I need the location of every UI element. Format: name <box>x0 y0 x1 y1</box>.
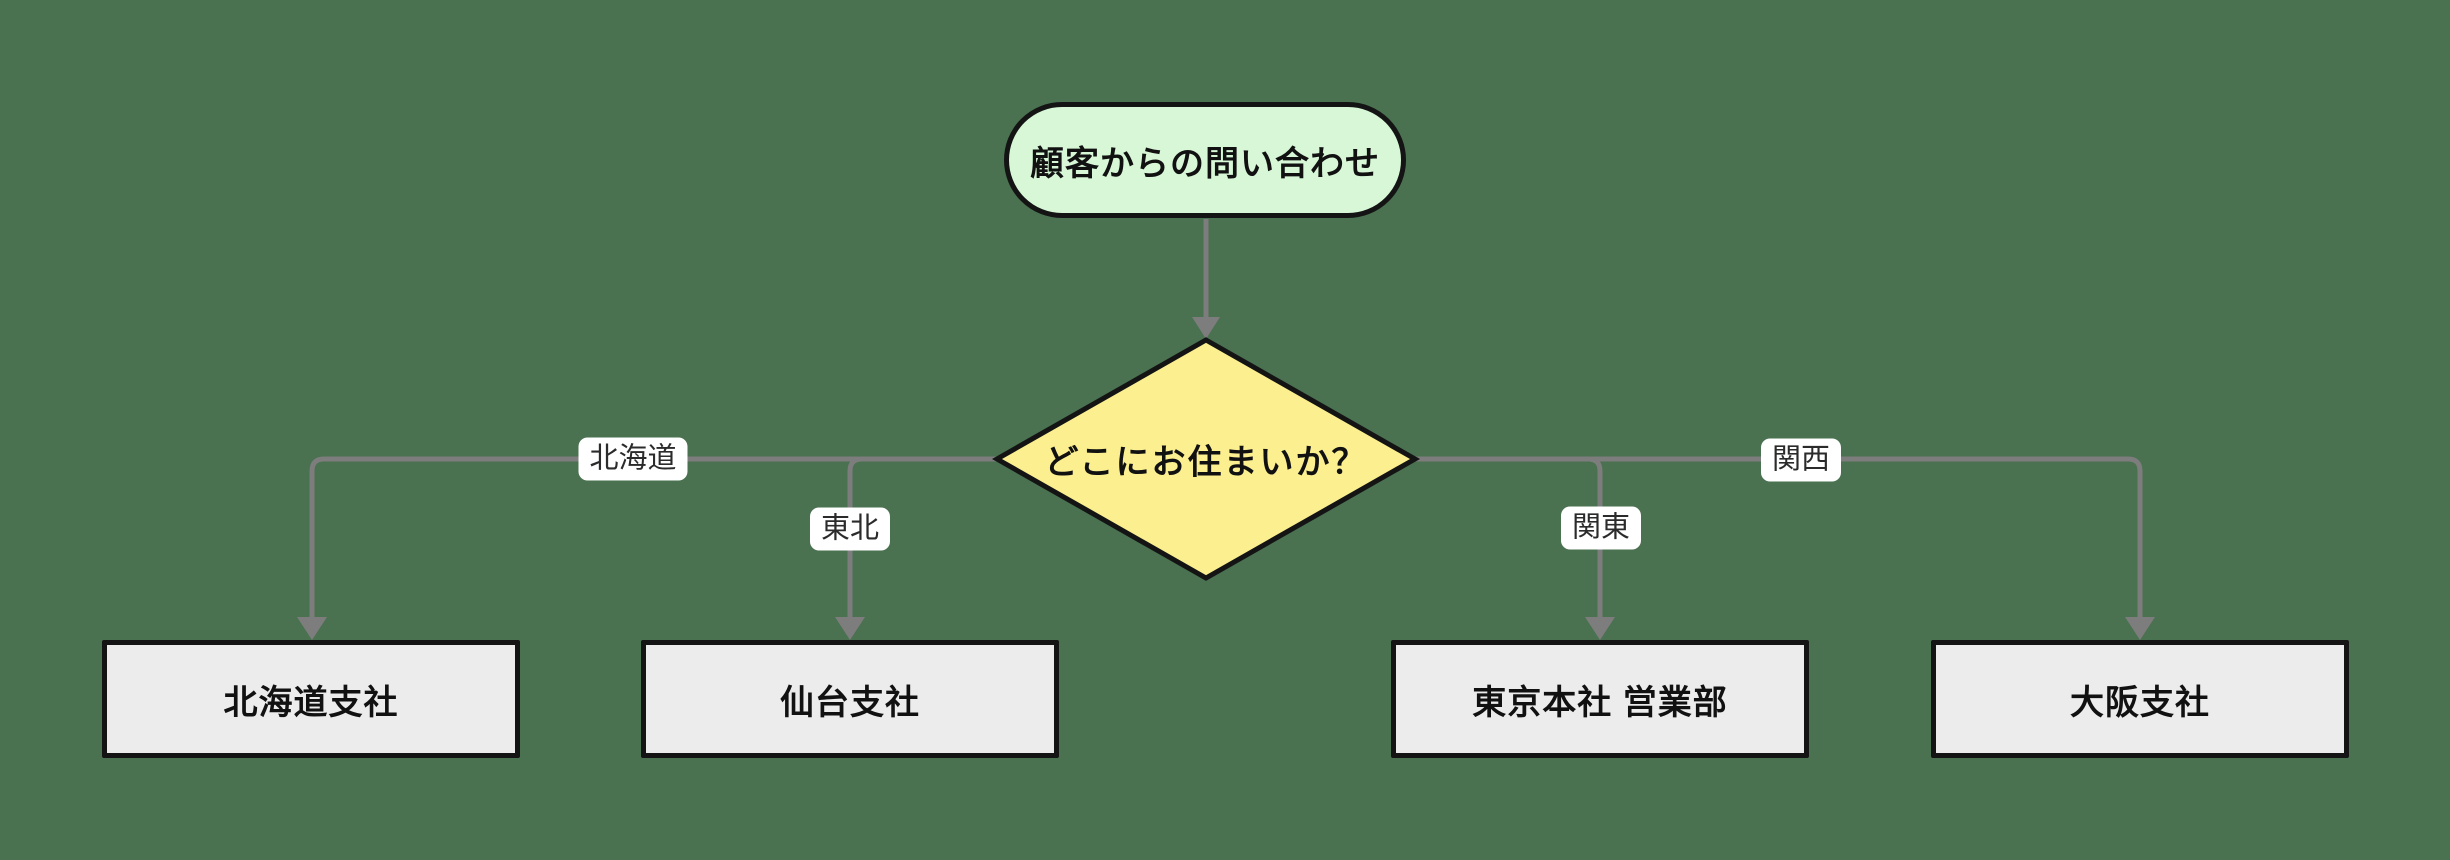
edge-decision-to-sendai <box>847 456 997 620</box>
node-sendai-branch-label: 仙台支社 <box>780 683 920 722</box>
edge-label-kansai: 関西 <box>1760 438 1842 482</box>
diamond-shape <box>992 337 1420 581</box>
node-osaka-branch-label: 大阪支社 <box>2070 683 2210 722</box>
arrow-down-icon <box>1585 617 1615 640</box>
edge-label-tohoku: 東北 <box>809 507 891 551</box>
node-decision-shape <box>992 337 1420 581</box>
node-sendai-branch: 仙台支社 <box>641 640 1059 758</box>
arrow-down-icon <box>297 617 327 640</box>
node-hokkaido-branch-label: 北海道支社 <box>223 683 399 722</box>
edge-label-kanto: 関東 <box>1560 506 1642 550</box>
edge-decision-to-hokkaido <box>309 456 997 620</box>
arrow-down-icon <box>1192 317 1220 339</box>
node-tokyo-headquarters: 東京本社 営業部 <box>1391 640 1809 758</box>
node-tokyo-headquarters-label: 東京本社 営業部 <box>1472 683 1728 722</box>
arrow-down-icon <box>2125 617 2155 640</box>
node-start: 顧客からの問い合わせ <box>1004 102 1406 218</box>
edge-decision-to-osaka <box>1415 456 2143 620</box>
node-hokkaido-branch: 北海道支社 <box>102 640 520 758</box>
node-osaka-branch: 大阪支社 <box>1931 640 2349 758</box>
arrow-down-icon <box>835 617 865 640</box>
edge-label-hokkaido: 北海道 <box>578 437 688 481</box>
node-start-label: 顧客からの問い合わせ <box>1030 144 1380 183</box>
node-decision-label: どこにお住まいか？ <box>1044 443 1368 482</box>
